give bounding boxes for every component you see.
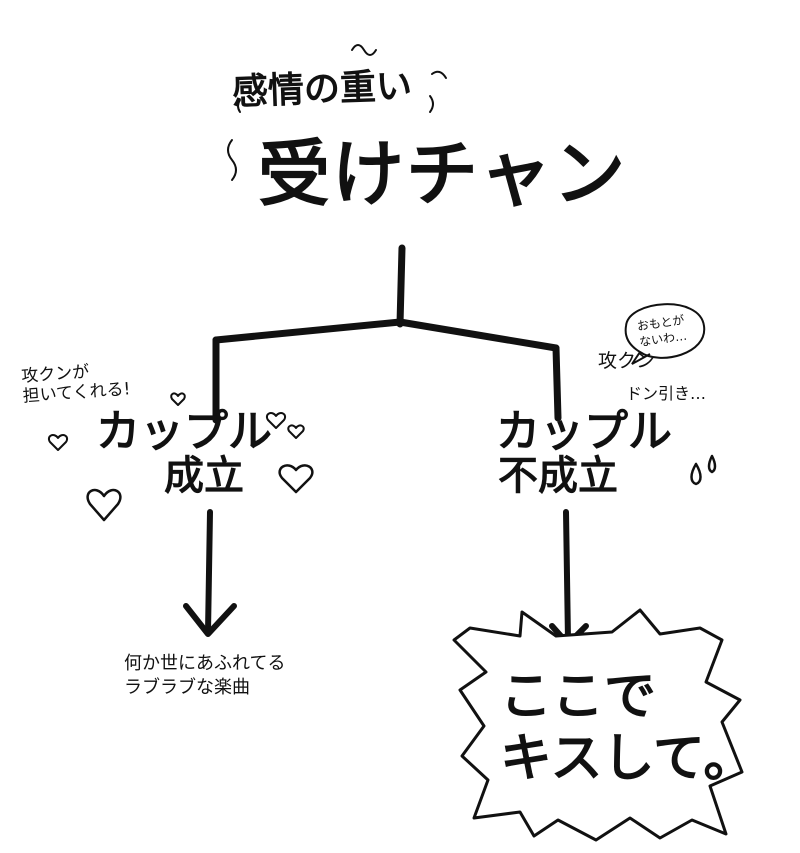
right-branch-line <box>552 344 562 422</box>
left-branch-result: 何か世にあふれてる ラブラブな楽曲 <box>124 652 285 701</box>
left-result-line: ラブラブな楽曲 <box>124 677 250 699</box>
heart-icon <box>266 412 286 429</box>
left-branch-note: 攻クンが 担いてくれる! <box>21 360 131 407</box>
root-subtitle: 感情の重い <box>231 65 413 114</box>
heart-icon <box>48 434 68 451</box>
trunk-line <box>396 244 406 328</box>
heart-icon <box>170 392 186 406</box>
left-result-arrow <box>183 509 237 637</box>
burst-line: ここで <box>500 667 657 727</box>
root-title: 受けチャン <box>258 132 628 216</box>
shout-burst-outline <box>452 608 744 842</box>
left-branch-label: カップル <box>96 406 272 457</box>
left-branch-status: 成立 <box>164 453 244 499</box>
heart-icon <box>86 488 122 522</box>
left-result-line: 何か世にあふれてる <box>124 653 286 674</box>
right-branch-note-reaction: ドン引き… <box>626 384 707 403</box>
right-branch-label: カップル <box>496 406 672 457</box>
wavy-steam-icon <box>227 44 447 181</box>
right-branch-result: ここで キスして。 <box>500 666 755 791</box>
sweat-drop-icon <box>690 462 702 486</box>
right-branch-status: 不成立 <box>498 453 618 499</box>
burst-line: キスして。 <box>500 729 756 790</box>
right-result-arrow <box>549 509 589 647</box>
sweat-drop-icon <box>707 454 717 474</box>
right-branch-note-subject: 攻クン <box>598 350 656 372</box>
thought-bubble-text: おもとが ないわ… <box>636 313 688 351</box>
thought-bubble <box>624 303 706 365</box>
branch-connector <box>212 318 560 352</box>
heart-icon <box>287 424 305 439</box>
heart-icon <box>278 464 314 494</box>
